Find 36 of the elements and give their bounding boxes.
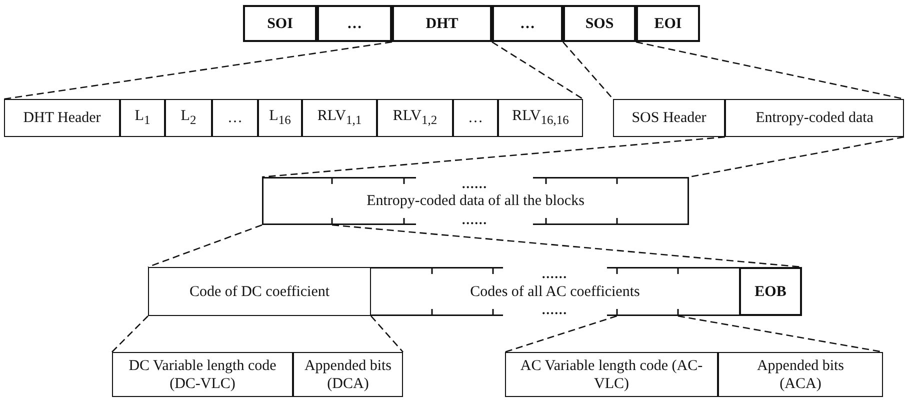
dashed-connector bbox=[4, 41, 392, 100]
field-cell: RLV$_{1,2}$ bbox=[377, 99, 453, 137]
segment-cell: … bbox=[492, 5, 563, 42]
field-cell: Entropy-coded data bbox=[725, 99, 904, 137]
dashed-connector bbox=[112, 316, 148, 352]
dashed-connector bbox=[504, 315, 618, 353]
field-cell: AC Variable length code (AC-VLC) bbox=[505, 352, 718, 397]
field-cell: RLV$_{16,16}$ bbox=[498, 99, 583, 137]
field-cell: DC Variable length code (DC-VLC) bbox=[112, 352, 293, 397]
dashed-connector bbox=[562, 42, 614, 100]
field-cell: EOB bbox=[739, 267, 802, 316]
field-cell: Appended bits (ACA) bbox=[718, 352, 883, 397]
dashed-connector bbox=[148, 224, 262, 268]
ellipsis-mark: ...... bbox=[462, 180, 488, 188]
segment-cell: SOS bbox=[563, 5, 636, 42]
dashed-connector bbox=[688, 136, 904, 178]
field-cell: L$_{2}$ bbox=[165, 99, 212, 137]
field-cell: RLV$_{1,1}$ bbox=[302, 99, 377, 137]
segment-cell: EOI bbox=[636, 5, 700, 42]
ellipsis-mark: ...... bbox=[542, 306, 568, 314]
segment-cell: DHT bbox=[392, 5, 492, 42]
ellipsis-mark: ...... bbox=[462, 216, 488, 224]
field-cell: … bbox=[212, 99, 258, 137]
field-cell: L$_{16}$ bbox=[258, 99, 302, 137]
field-cell: Code of DC coefficient bbox=[148, 267, 371, 316]
field-cell: DHT Header bbox=[4, 99, 120, 137]
field-cell: L$_{1}$ bbox=[120, 99, 165, 137]
segment-cell: … bbox=[317, 5, 392, 42]
ellipsis-mark: ...... bbox=[542, 270, 568, 278]
field-cell: … bbox=[453, 99, 498, 137]
field-cell: SOS Header bbox=[613, 99, 725, 137]
dashed-connector bbox=[370, 316, 404, 352]
segment-cell: SOI bbox=[243, 5, 317, 42]
dashed-connector bbox=[262, 136, 726, 178]
field-cell: Appended bits (DCA) bbox=[293, 352, 403, 397]
dashed-connector bbox=[492, 41, 584, 100]
